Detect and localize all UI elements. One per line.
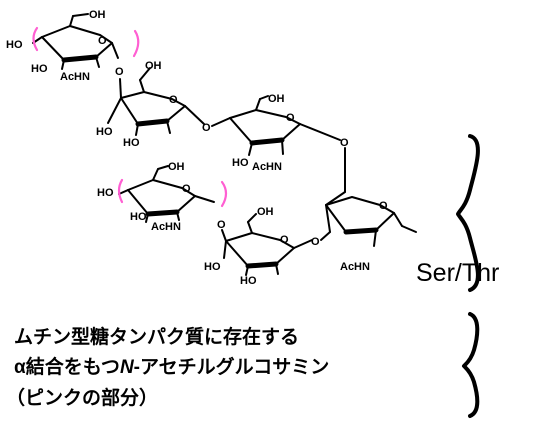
ring-oxygen-label: O: [286, 112, 295, 124]
brace-bottom: [462, 312, 480, 418]
hydroxyl-label: HO: [232, 157, 249, 169]
ring-oxygen-label: O: [169, 94, 178, 106]
ring-oxygen-label: O: [182, 183, 191, 195]
pink-highlight-left-top: [32, 26, 39, 52]
hydroxyl-label: HO: [130, 211, 147, 223]
sugar-ring-glcnac-right: [229, 95, 341, 156]
ring-oxygen-label: O: [379, 200, 388, 212]
sugar-ring-galactose-bottom: [223, 213, 313, 276]
acetamido-label: AcHN: [252, 161, 282, 173]
hydroxyl-label: HO: [6, 39, 23, 51]
glycosidic-oxygen-label: O: [202, 122, 211, 134]
caption-line-1: ムチン型糖タンパク質に存在する: [14, 325, 299, 348]
sugar-ring-glcnac-bottom: [118, 165, 215, 223]
caption: ムチン型糖タンパク質に存在する α結合をもつN-アセチルグルコサミン （ピンクの…: [6, 325, 329, 409]
hydroxyl-label: OH: [268, 93, 285, 105]
caption-italic-n: N: [120, 357, 135, 378]
glycosidic-oxygen-label: O: [115, 66, 124, 78]
ser-thr-label: Ser/Thr: [416, 259, 499, 287]
pink-highlight-right-bottom: [220, 180, 228, 208]
hydroxyl-label: HO: [240, 275, 257, 287]
hydroxyl-label: HO: [96, 126, 113, 138]
hydroxyl-label: OH: [145, 60, 162, 72]
hydroxyl-label: OH: [257, 206, 274, 218]
hydroxyl-label: HO: [97, 187, 114, 199]
caption-line-2-part-a: 結合をもつ: [26, 355, 120, 378]
glycosidic-oxygen-label: O: [217, 219, 226, 231]
hydroxyl-label: OH: [89, 9, 106, 21]
hydroxyl-label: OH: [168, 161, 185, 173]
sugar-ring-galnac-core: [325, 196, 417, 247]
acetamido-label: AcHN: [340, 261, 370, 273]
ring-oxygen-label: O: [280, 234, 289, 246]
brace-top: [456, 134, 480, 292]
caption-line-2-part-b: -アセチルグルコサミン: [134, 355, 330, 378]
caption-line-3: （ピンクの部分）: [6, 386, 158, 409]
ring-oxygen-label: O: [98, 35, 107, 47]
caption-line-2: α結合をもつN-アセチルグルコサミン: [14, 355, 329, 378]
sugar-ring-galactose-top: [107, 67, 205, 136]
pink-highlight-right-top: [132, 29, 140, 58]
sugar-ring-glcnac-top: [32, 13, 119, 70]
alpha-symbol: α: [14, 357, 26, 378]
pink-highlight-left-bottom: [117, 178, 124, 204]
acetamido-label: AcHN: [151, 221, 181, 233]
hydroxyl-label: HO: [204, 261, 221, 273]
glycosidic-oxygen-label: O: [340, 137, 349, 149]
glycosidic-oxygen-label: O: [311, 236, 320, 248]
hydroxyl-label: HO: [123, 137, 140, 149]
hydroxyl-label: HO: [31, 63, 48, 75]
acetamido-label: AcHN: [60, 71, 90, 83]
